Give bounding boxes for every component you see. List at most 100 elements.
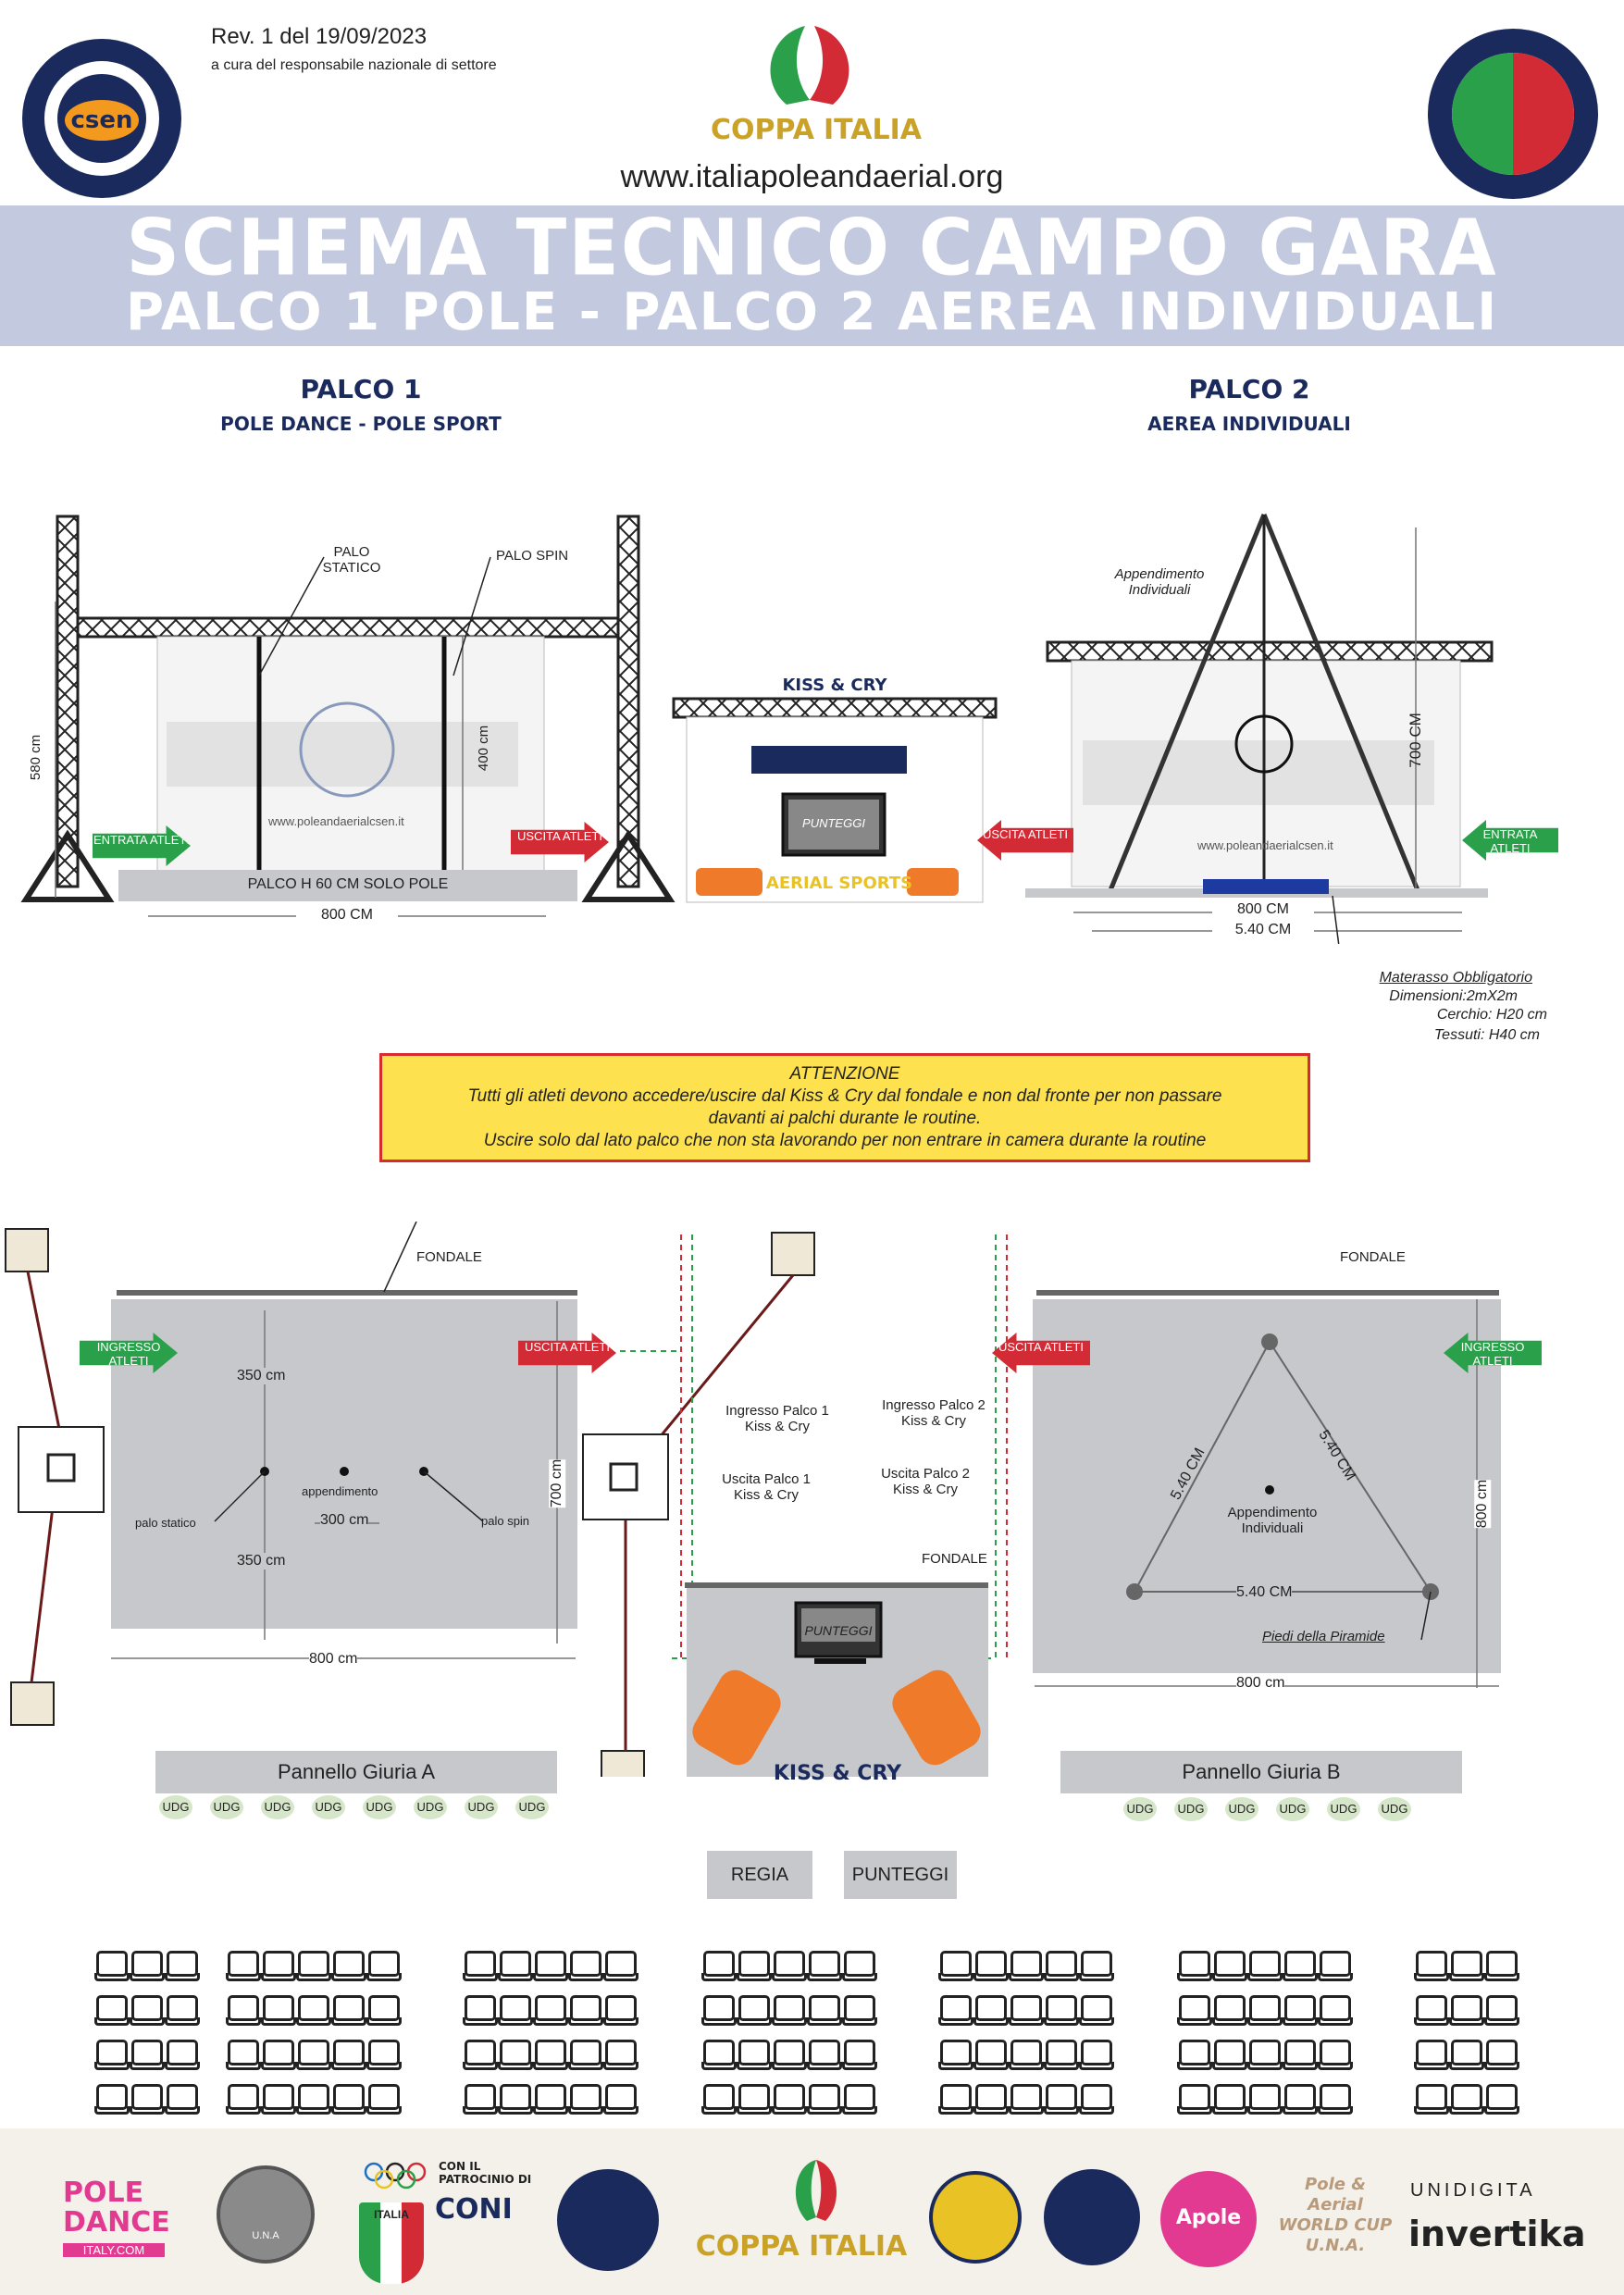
stage1-palo-statico-label: PALO STATICO [322,544,381,576]
audience-seat [296,2040,331,2070]
audience-seat [1484,2084,1519,2115]
plan-kc-screen-label: PUNTEGGI [804,1623,873,1638]
audience-seat [1318,2084,1353,2115]
audience-seat [701,1951,737,1981]
stage1-width: 800 CM [296,907,398,924]
footer-poledance: POLE DANCE [63,2177,170,2239]
audience-seat [331,2084,366,2115]
audience-seat [1449,2084,1484,2115]
logo-italia-pole-aerial [1425,26,1601,202]
audience-seat [94,1951,130,1981]
audience-seat [331,1951,366,1981]
stage1-platform [118,870,577,901]
regia-button[interactable]: REGIA [707,1851,812,1899]
stage2-mat-cerchio: Cerchio: H20 cm [1436,1007,1547,1023]
warning-box: ATTENZIONE Tutti gli atleti devono acced… [379,1053,1310,1162]
audience-seat [568,2084,603,2115]
plan-stage1-pole-gap: 300 cm [320,1512,369,1529]
audience-seat [130,1995,165,2026]
audience-seat [1318,2040,1353,2070]
audience-seat [261,2040,296,2070]
audience-seat [296,2084,331,2115]
audience-seat [1212,1995,1247,2026]
kc-sofa-right [907,868,959,896]
stage2-mat-dim: Dimensioni:2mX2m [1389,988,1518,1004]
audience-seat [1247,2040,1283,2070]
audience-seat [1247,1995,1283,2026]
jury-panel-b: Pannello Giuria B [1060,1751,1462,1793]
plan-stage2-side-bottom: 5.40 CM [1236,1584,1293,1601]
udg-seat: UDG [1174,1797,1208,1821]
revision: Rev. 1 del 19/09/2023 [211,24,428,49]
plan-stage1-depth: 700 cm [549,1458,566,1508]
footer-apole-logo [1160,2171,1257,2267]
audience-seat [701,1995,737,2026]
plan-kc-uscita1: Uscita Palco 1 Kiss & Cry [722,1471,811,1503]
audience-seat [1079,2084,1114,2115]
audience-seat [498,1951,533,1981]
stage1-backdrop-url: www.poleandaerialcsen.it [268,814,404,828]
audience-seat [1484,1995,1519,2026]
audience-seat [366,1951,402,1981]
audience-seat [498,2084,533,2115]
audience-seat [772,1951,807,1981]
front-view-diagram [20,514,1494,944]
udg-seat: UDG [363,1795,396,1819]
audience-seat [1044,2084,1079,2115]
logo-coppa-italia: COPPA ITALIA [685,17,935,146]
audience-seat [1177,2084,1212,2115]
audience-seat [938,1951,973,1981]
stage2-height: 700 CM [1406,713,1424,768]
audience-seat [1044,1995,1079,2026]
audience-seat [603,1951,638,1981]
website[interactable]: www.italiapoleandaerial.org [620,159,1004,194]
audience-seat [1283,1951,1318,1981]
audience-seat [533,2040,568,2070]
stage2-truss-top [1046,640,1494,663]
camera-top-center [771,1232,815,1276]
warning-line1: Tutti gli atleti devono accedere/uscire … [467,1086,1222,1106]
footer-csen-logo [557,2169,659,2271]
stage2-backdrop-url: www.poleandaerialcsen.it [1197,838,1333,852]
audience-seat [296,1995,331,2026]
punteggi-button[interactable]: PUNTEGGI [844,1851,957,1899]
plan-stage1-appendimento: appendimento [302,1484,378,1498]
plan-stage1-fondale: FONDALE [416,1249,482,1265]
audience-seat [165,1951,200,1981]
audience-seat [568,2040,603,2070]
audience-seat [226,1951,261,1981]
udg-seat: UDG [210,1795,243,1819]
audience-seat [973,2084,1009,2115]
audience-seat [1247,2084,1283,2115]
audience-seat [603,2040,638,2070]
audience-seat [130,1951,165,1981]
stage2-width2: 5.40 CM [1212,922,1314,938]
plan-stage2-depth: 800 cm [1474,1479,1492,1529]
audience-seat [772,2084,807,2115]
kc-front-brand: AERIAL SPORTS [765,874,913,893]
kc-truss-top [672,697,998,719]
stage1-height-left: 580 cm [28,734,44,781]
audience-seat [463,1951,498,1981]
udg-seat: UDG [1123,1797,1157,1821]
subtitle-note: a cura del responsabile nazionale di set… [211,57,497,73]
plan-stage1-palo-spin: palo spin [481,1514,530,1528]
audience-seat [130,2040,165,2070]
footer-olympic-rings [363,2162,428,2190]
audience-seat [533,1995,568,2026]
audience-seat [94,2084,130,2115]
audience-seat [366,2084,402,2115]
stage2-width1: 800 CM [1212,901,1314,918]
footer-italia-shield [359,2202,424,2284]
plan-stage2-appendimento: Appendimento Individuali [1227,1505,1318,1536]
stage1-foot-left [20,829,115,902]
audience-seat [1009,1995,1044,2026]
audience-seat [1177,2040,1212,2070]
audience-seat [1449,1951,1484,1981]
audience-seat [1414,1951,1449,1981]
audience-seat [1283,2040,1318,2070]
audience-seat [807,2084,842,2115]
audience-seat [1283,1995,1318,2026]
audience-seat [463,2040,498,2070]
udg-seat: UDG [261,1795,294,1819]
